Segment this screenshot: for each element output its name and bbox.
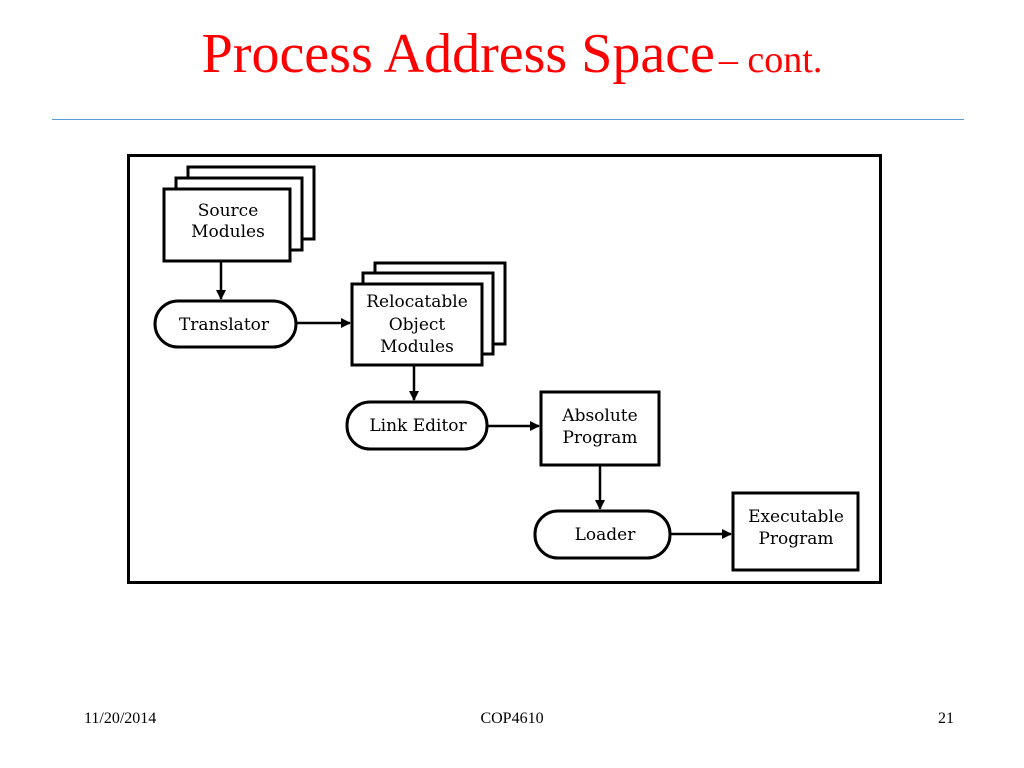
executable-program-box bbox=[731, 491, 860, 572]
source-modules-label-line-2: Modules bbox=[191, 222, 265, 242]
link-editor-node: Link Editor bbox=[345, 400, 489, 451]
link-editor-process-shape bbox=[345, 400, 489, 451]
slide-title-sub: – cont. bbox=[718, 39, 823, 81]
source-modules-label-line-1: Source bbox=[198, 201, 259, 221]
executable-program-node: Executable Program bbox=[731, 491, 860, 572]
stack-sheet-front bbox=[162, 187, 292, 263]
footer-date: 11/20/2014 bbox=[84, 710, 157, 727]
link-editor-label: Link Editor bbox=[369, 416, 467, 436]
executable-program-label-line-2: Program bbox=[758, 529, 833, 549]
relocatable-object-modules-node: Relocatable Object Modules bbox=[350, 261, 507, 367]
stack-sheet-front bbox=[350, 282, 484, 367]
loader-process-shape bbox=[533, 509, 672, 560]
absolute-program-label-line-1: Absolute bbox=[561, 406, 637, 426]
title-divider bbox=[52, 119, 964, 120]
loader-label: Loader bbox=[575, 525, 637, 545]
source-modules-node: Source Modules bbox=[162, 165, 316, 263]
footer-course: COP4610 bbox=[480, 710, 544, 727]
absolute-program-label-line-2: Program bbox=[562, 428, 637, 448]
relocatable-object-modules-label-line-1: Relocatable bbox=[366, 292, 468, 312]
relocatable-object-modules-label-line-2: Object bbox=[389, 315, 446, 335]
absolute-program-node: Absolute Program bbox=[539, 390, 661, 467]
relocatable-object-modules-label-line-3: Modules bbox=[380, 337, 454, 357]
loader-node: Loader bbox=[533, 509, 672, 560]
translator-label: Translator bbox=[179, 315, 270, 335]
footer-page-number: 21 bbox=[938, 710, 954, 727]
executable-program-label-line-1: Executable bbox=[748, 507, 844, 527]
translator-process-shape bbox=[153, 299, 298, 349]
translator-node: Translator bbox=[153, 299, 298, 349]
absolute-program-box bbox=[539, 390, 661, 467]
slide-title: Process Address Space – cont. bbox=[0, 22, 1024, 86]
slide-title-main: Process Address Space bbox=[201, 23, 715, 85]
